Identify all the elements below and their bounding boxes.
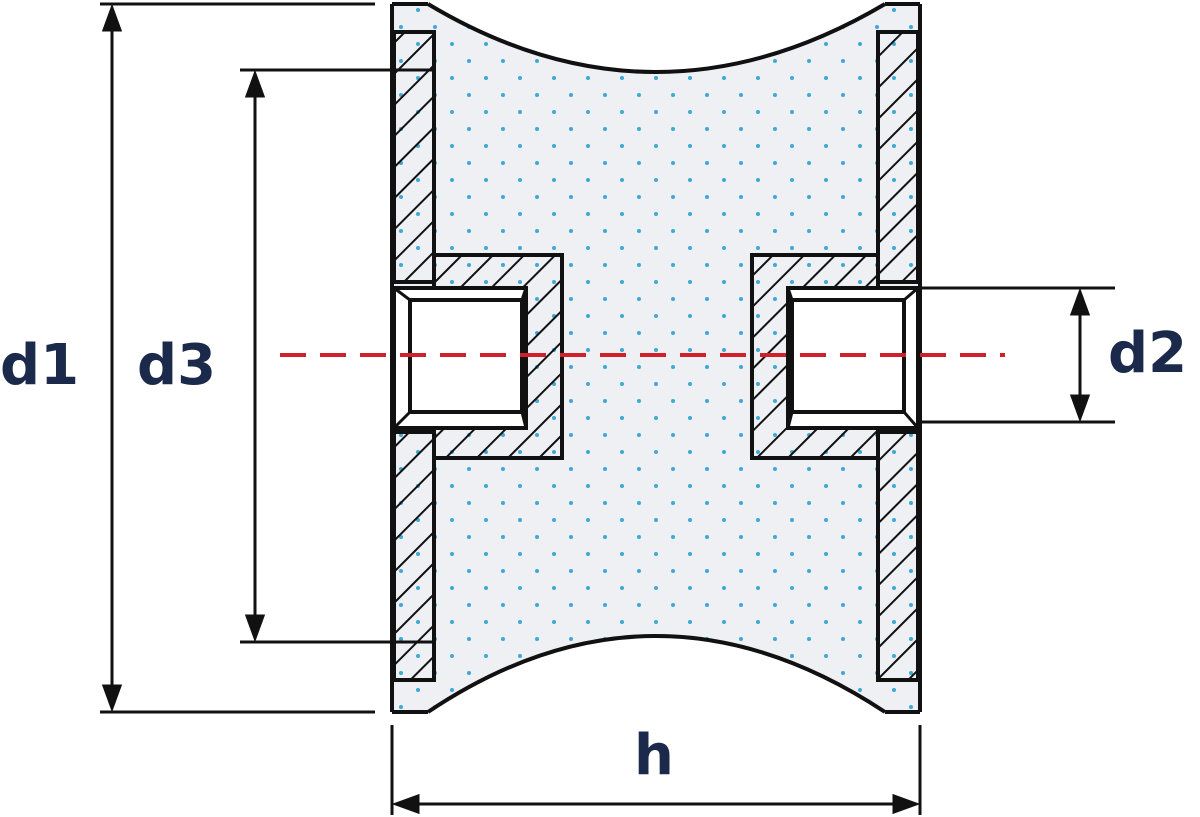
rubber-body <box>392 4 920 712</box>
dimension-d3 <box>240 68 434 644</box>
label-d3: d3 <box>137 333 217 398</box>
left-metal-plate <box>392 30 436 682</box>
right-metal-plate <box>876 30 920 682</box>
label-d2: d2 <box>1108 321 1188 386</box>
dimension-d1 <box>100 2 375 714</box>
label-d1: d1 <box>0 333 80 398</box>
dimension-h <box>390 725 922 815</box>
dimension-d2 <box>918 286 1115 424</box>
label-h: h <box>634 723 674 788</box>
